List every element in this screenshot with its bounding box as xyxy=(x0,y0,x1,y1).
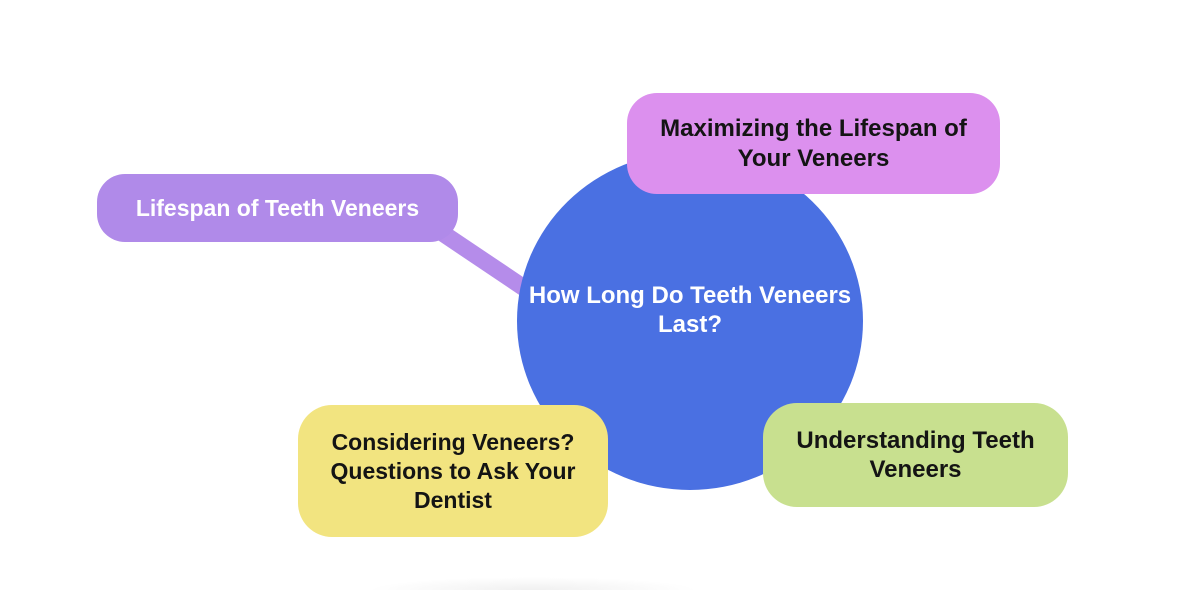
branch-node-lifespan-of-teeth-veneers[interactable]: Lifespan of Teeth Veneers xyxy=(97,174,458,242)
branch-node-maximizing-lifespan[interactable]: Maximizing the Lifespan of Your Veneers xyxy=(627,93,1000,194)
branch-node-label: Considering Veneers? Questions to Ask Yo… xyxy=(330,428,576,513)
branch-node-understanding-teeth-veneers[interactable]: Understanding Teeth Veneers xyxy=(763,403,1068,507)
bottom-edge-shadow xyxy=(368,577,698,590)
branch-node-label: Maximizing the Lifespan of Your Veneers xyxy=(660,114,967,172)
branch-node-considering-veneers[interactable]: Considering Veneers? Questions to Ask Yo… xyxy=(298,405,608,537)
branch-node-label: Lifespan of Teeth Veneers xyxy=(135,195,420,221)
branch-node-label: Understanding Teeth Veneers xyxy=(796,427,1035,483)
center-topic-label: How Long Do Teeth Veneers Last? xyxy=(528,282,852,338)
